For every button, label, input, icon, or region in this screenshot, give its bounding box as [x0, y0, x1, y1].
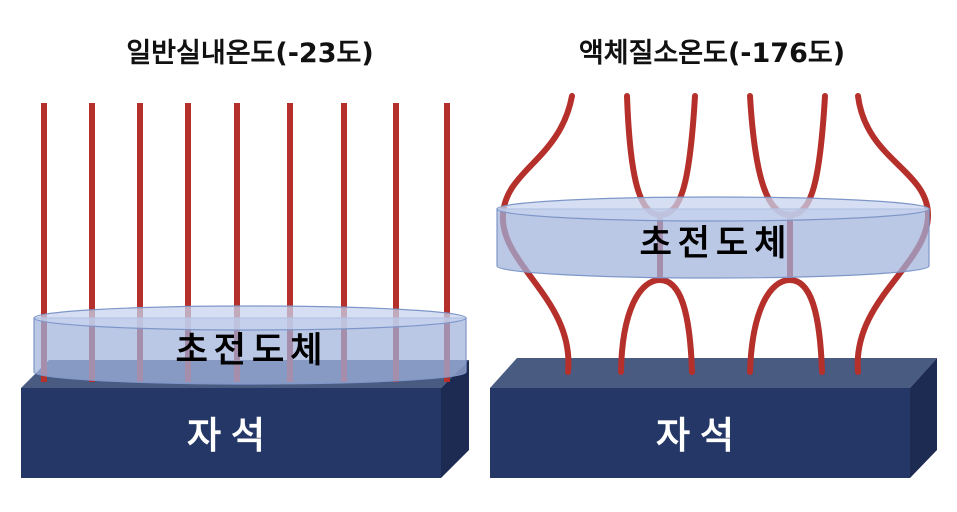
magnet-front-face [490, 388, 910, 478]
panel-title-room-temperature: 일반실내온도(-23도) [126, 38, 373, 69]
superconductor-body [33, 317, 467, 385]
magnet-front-face [21, 388, 441, 478]
magnet-side-face [441, 360, 469, 478]
superconductor-label-right: 초전도체 [640, 224, 793, 264]
magnet-label-right: 자석 [656, 414, 744, 457]
panel-liquid-nitrogen: 액체질소온도(-176도) 자석 초전 [490, 38, 937, 478]
superconductor-label-left: 초전도체 [176, 331, 329, 371]
superconductor-right: 초전도체 [496, 196, 930, 279]
superconductor-body [496, 208, 930, 279]
magnet-right: 자석 [490, 358, 937, 478]
magnet-label-left: 자석 [187, 414, 275, 457]
magnet-top-face [490, 358, 937, 388]
panel-room-temperature: 일반실내온도(-23도) 자석 초전도체 [21, 38, 469, 478]
magnet-side-face [910, 358, 937, 478]
superconductor-left: 초전도체 [33, 305, 467, 385]
superconductor-top [33, 305, 467, 331]
panel-title-liquid-nitrogen: 액체질소온도(-176도) [579, 38, 845, 69]
superconductor-top [496, 196, 930, 222]
